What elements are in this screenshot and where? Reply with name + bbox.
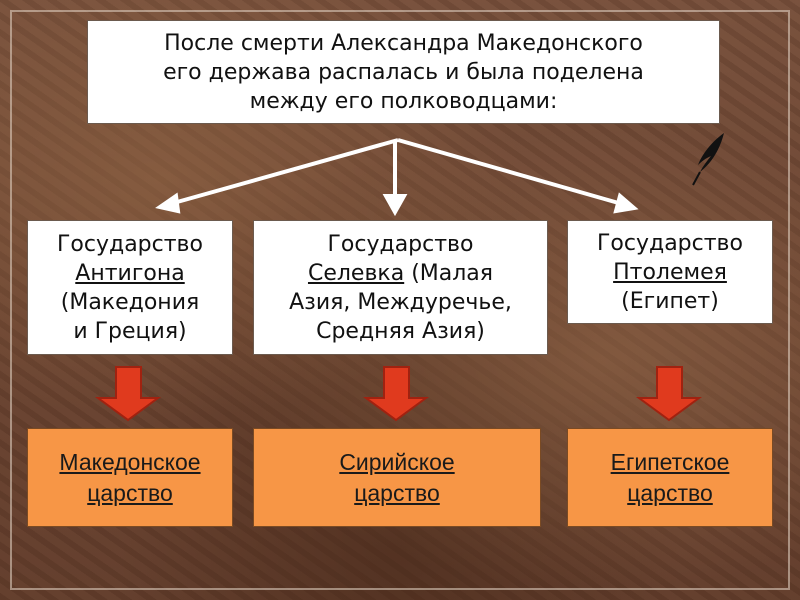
arrow-down-icon [94,366,162,422]
kingdom-type[interactable]: царство [627,479,713,506]
state-box-ptolemy: Государство Птолемея (Египет) [567,220,773,324]
arrow-center-head [382,194,408,217]
state-label: Государство [327,231,474,257]
arrow-down-icon [362,366,430,422]
intro-box: После смерти Александра Македонского его… [87,20,720,124]
kingdom-type[interactable]: царство [354,479,440,506]
state-label: Государство [57,231,203,257]
arrow-left-head [155,192,181,214]
kingdom-name[interactable]: Македонское [59,448,201,475]
ruler-name: Антигона [75,260,185,286]
arrow-down-icon [635,366,703,422]
state-box-antigonus: Государство Антигона (Македония и Греция… [27,220,233,355]
kingdom-name[interactable]: Египетское [610,448,730,475]
state-region: (Македония [60,289,200,315]
quill-icon [692,133,724,186]
kingdom-type[interactable]: царство [87,479,173,506]
ruler-name: Птолемея [613,259,727,285]
intro-line-1: После смерти Александра Македонского [164,30,643,56]
state-region: Средняя Азия) [316,318,485,344]
state-region: Азия, Междуречье, [289,289,512,315]
arrow-right-head [613,192,639,214]
white-arrows [155,138,639,217]
kingdom-macedonian[interactable]: Македонское царство [27,428,233,527]
state-region: и Греция) [73,318,187,344]
state-region: (Малая [404,260,494,286]
arrow-left-line [169,138,399,206]
state-ruler-line: Селевка (Малая [308,259,493,288]
state-region: (Египет) [621,288,719,314]
kingdom-name[interactable]: Сирийское [339,448,455,475]
state-label: Государство [597,230,743,256]
intro-line-3: между его полководцами: [249,88,558,114]
arrow-right-line [397,138,623,206]
intro-line-2: его держава распалась и была поделена [163,59,644,85]
ruler-name: Селевка [307,260,405,286]
kingdom-egyptian[interactable]: Египетское царство [567,428,773,527]
kingdom-syrian[interactable]: Сирийское царство [253,428,541,527]
state-box-seleucus: Государство Селевка (Малая Азия, Междуре… [253,220,548,355]
slide-frame [10,10,790,590]
